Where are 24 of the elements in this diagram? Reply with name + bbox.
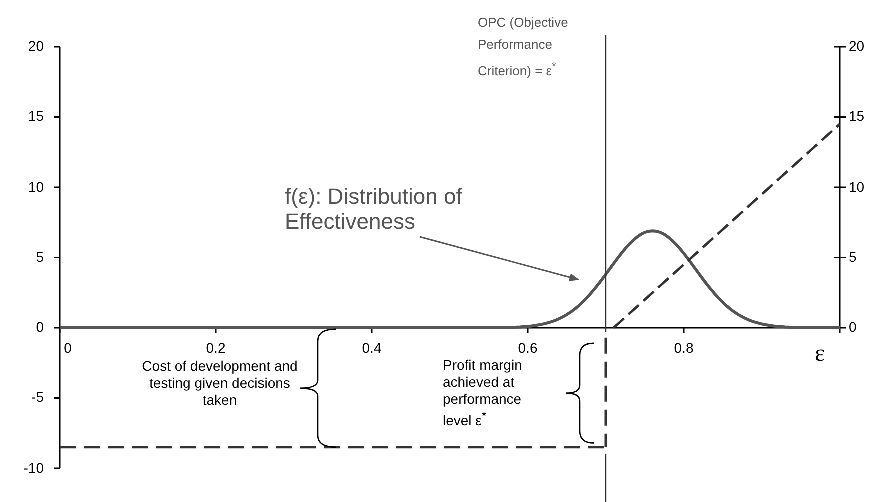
annotation-label: Cost of development and testing given decisions taken	[141, 358, 299, 409]
tick-label: -10	[22, 460, 44, 476]
criterion-label: OPC (Objective Performance Criterion) = ε$^{*}$	[478, 14, 570, 80]
tick-label: 15	[27, 108, 44, 126]
axis-label: ε	[814, 340, 826, 368]
tick-label: 5	[35, 248, 44, 266]
annotation-label: Profit margin achieved at performance level ε$^{*}$	[443, 357, 524, 430]
tick-label: 0	[849, 319, 858, 336]
tick-label: 0.4	[361, 340, 383, 357]
annotation-label: f(ε): Distribution of Effectiveness	[285, 184, 505, 234]
tick-label: -5	[30, 389, 44, 406]
tick-label: 0.8	[673, 340, 695, 357]
tick-label: 0.6	[517, 340, 539, 357]
tick-label: 10	[27, 178, 44, 196]
tick-label: 15	[849, 108, 866, 126]
tick-label: 0	[63, 340, 73, 357]
distribution-curve	[60, 230, 840, 330]
tick-label: 0	[35, 319, 44, 336]
tick-label: 5	[849, 248, 858, 266]
tick-label: 10	[849, 178, 866, 196]
leader-arrow	[420, 236, 580, 282]
tick-label: 0.2	[205, 340, 227, 357]
tick-label: 20	[849, 38, 866, 55]
tick-label: 20	[27, 38, 44, 55]
